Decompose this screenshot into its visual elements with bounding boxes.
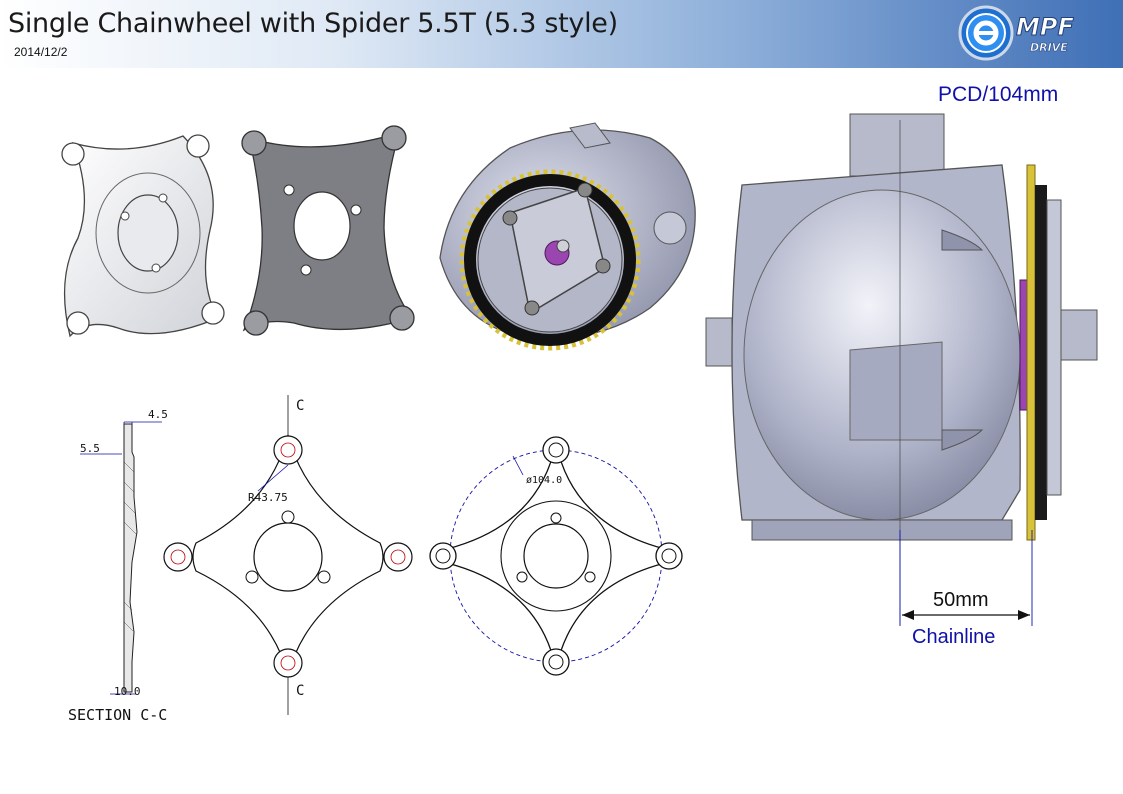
pcd-annotation: PCD/104mm xyxy=(938,83,1059,106)
section-c-c-drawing: 4.5 5.5 10.0 SECTION C-C xyxy=(68,408,168,724)
motor-3d-iso-view xyxy=(439,122,696,351)
dim-4-5-label: 4.5 xyxy=(148,408,168,421)
radius-label: R43.75 xyxy=(248,491,288,504)
dim-10-0-label: 10.0 xyxy=(114,685,141,698)
cut-mark-top: C xyxy=(296,398,304,414)
spider-rear-drawing: ø104.0 xyxy=(429,436,683,676)
motor-side-view xyxy=(705,113,1098,626)
chainline-value: 50mm xyxy=(933,589,989,611)
chainline-label: Chainline xyxy=(912,626,996,648)
dim-5-5-label: 5.5 xyxy=(80,442,100,455)
chainring-edge xyxy=(1026,164,1047,541)
section-label: SECTION C-C xyxy=(68,706,167,724)
cut-mark-bottom: C xyxy=(296,683,304,699)
logo-word: MPF xyxy=(1016,13,1074,41)
mpf-drive-logo: MPF DRIVE xyxy=(958,5,1075,61)
slide-title: Single Chainwheel with Spider 5.5T (5.3 … xyxy=(8,8,618,39)
logo-sub: DRIVE xyxy=(1030,41,1068,54)
pcd-diameter-label: ø104.0 xyxy=(526,475,562,486)
spider-front-drawing: C C R43.75 xyxy=(163,395,413,715)
spider-3d-rear-view xyxy=(241,125,415,336)
title-bar: Single Chainwheel with Spider 5.5T (5.3 … xyxy=(0,0,1123,68)
spider-3d-front-view xyxy=(61,134,225,338)
slide-date: 2014/12/2 xyxy=(14,45,68,59)
